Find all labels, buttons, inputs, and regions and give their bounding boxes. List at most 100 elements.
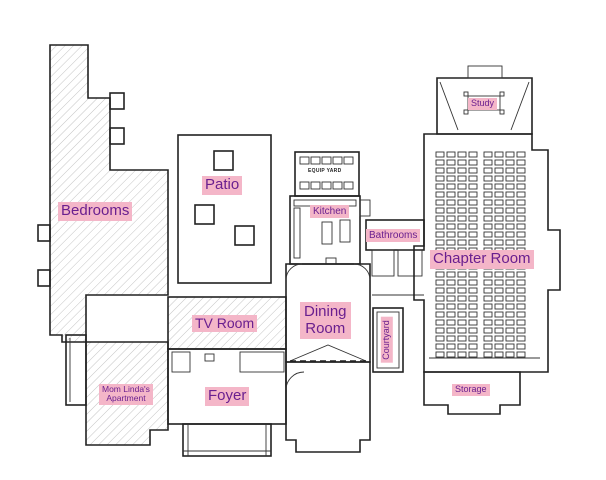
chapter-seat bbox=[483, 311, 493, 318]
chapter-seat bbox=[516, 215, 526, 222]
chapter-seat bbox=[468, 183, 478, 190]
label-courtyard: Courtyard bbox=[380, 317, 393, 363]
chapter-seat bbox=[468, 311, 478, 318]
chapter-seat bbox=[505, 319, 515, 326]
chapter-seat bbox=[446, 223, 456, 230]
chapter-seat bbox=[446, 279, 456, 286]
label-bedrooms: Bedrooms bbox=[58, 202, 133, 221]
chapter-seat bbox=[457, 271, 467, 278]
planter-1 bbox=[213, 150, 234, 171]
chapter-seat bbox=[446, 215, 456, 222]
chapter-seat bbox=[516, 327, 526, 334]
chapter-seat bbox=[494, 319, 504, 326]
chapter-seat bbox=[483, 319, 493, 326]
chapter-seat bbox=[494, 191, 504, 198]
chapter-seat bbox=[483, 159, 493, 166]
chapter-seat bbox=[483, 287, 493, 294]
equip-units bbox=[299, 156, 354, 190]
chapter-seat bbox=[516, 295, 526, 302]
chapter-seat bbox=[435, 279, 445, 286]
chapter-seat bbox=[435, 351, 445, 358]
chapter-seat bbox=[435, 151, 445, 158]
apartment-bay bbox=[65, 334, 87, 406]
chapter-seat bbox=[468, 231, 478, 238]
bedrooms-bay-3 bbox=[37, 224, 51, 242]
chapter-seat bbox=[505, 151, 515, 158]
foyer-porch bbox=[182, 423, 272, 457]
chapter-seat bbox=[446, 159, 456, 166]
chapter-seat bbox=[457, 231, 467, 238]
chapter-seat bbox=[494, 351, 504, 358]
chapter-seat bbox=[483, 191, 493, 198]
chapter-seat bbox=[516, 231, 526, 238]
chapter-seat bbox=[505, 287, 515, 294]
chapter-seat bbox=[435, 191, 445, 198]
chapter-seat bbox=[435, 271, 445, 278]
chapter-seat bbox=[494, 303, 504, 310]
chapter-seat bbox=[483, 279, 493, 286]
chapter-seat bbox=[435, 303, 445, 310]
chapter-seat bbox=[468, 295, 478, 302]
chapter-seat bbox=[494, 159, 504, 166]
chapter-seat bbox=[516, 343, 526, 350]
chapter-seat bbox=[516, 191, 526, 198]
chapter-seat bbox=[457, 287, 467, 294]
chapter-seat bbox=[435, 159, 445, 166]
chapter-seat bbox=[468, 303, 478, 310]
chapter-seat bbox=[468, 199, 478, 206]
chapter-seat bbox=[494, 231, 504, 238]
chapter-seat bbox=[468, 239, 478, 246]
chapter-seat bbox=[505, 327, 515, 334]
label-dining-room: Dining Room bbox=[300, 302, 351, 339]
chapter-seat bbox=[516, 287, 526, 294]
chapter-seat bbox=[468, 335, 478, 342]
chapter-seat bbox=[505, 343, 515, 350]
chapter-seat bbox=[483, 295, 493, 302]
chapter-seat bbox=[446, 343, 456, 350]
chapter-seat bbox=[516, 183, 526, 190]
chapter-seat bbox=[468, 351, 478, 358]
label-tv-room: TV Room bbox=[192, 315, 258, 333]
bedrooms-bay-2 bbox=[109, 127, 125, 145]
chapter-seat bbox=[457, 191, 467, 198]
chapter-seat bbox=[516, 271, 526, 278]
label-chapter-room: Chapter Room bbox=[430, 250, 534, 269]
storage-outline bbox=[423, 371, 521, 415]
bedrooms-bay-4 bbox=[37, 269, 51, 287]
chapter-seat bbox=[505, 159, 515, 166]
chapter-seat bbox=[494, 183, 504, 190]
chapter-seat bbox=[483, 271, 493, 278]
chapter-seat bbox=[494, 215, 504, 222]
chapter-room-seating bbox=[435, 151, 526, 358]
chapter-seat bbox=[505, 167, 515, 174]
chapter-seat bbox=[435, 207, 445, 214]
label-dining-room-line1: Dining bbox=[304, 303, 347, 320]
chapter-seat bbox=[505, 239, 515, 246]
chapter-seat bbox=[446, 191, 456, 198]
chapter-seat bbox=[494, 271, 504, 278]
chapter-seat bbox=[446, 151, 456, 158]
chapter-seat bbox=[457, 175, 467, 182]
chapter-seat bbox=[435, 311, 445, 318]
chapter-seat bbox=[494, 167, 504, 174]
label-apartment-line2: Apartment bbox=[106, 393, 146, 404]
chapter-seat bbox=[483, 327, 493, 334]
chapter-seat bbox=[457, 351, 467, 358]
chapter-seat bbox=[457, 159, 467, 166]
chapter-seat bbox=[505, 335, 515, 342]
chapter-seat bbox=[457, 167, 467, 174]
chapter-seat bbox=[505, 207, 515, 214]
chapter-seat bbox=[446, 303, 456, 310]
chapter-seat bbox=[446, 319, 456, 326]
chapter-seat bbox=[457, 327, 467, 334]
chapter-seat bbox=[483, 303, 493, 310]
chapter-seat bbox=[483, 343, 493, 350]
chapter-seat bbox=[446, 167, 456, 174]
chapter-seat bbox=[446, 311, 456, 318]
chapter-seat bbox=[494, 327, 504, 334]
chapter-seat bbox=[435, 343, 445, 350]
chapter-seat bbox=[483, 183, 493, 190]
lower-vestibule bbox=[285, 361, 371, 453]
chapter-seat bbox=[457, 343, 467, 350]
